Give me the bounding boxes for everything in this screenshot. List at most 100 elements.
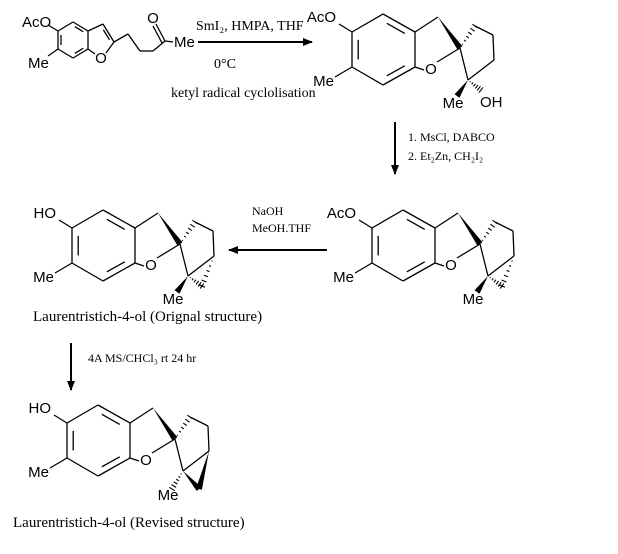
bond [47, 24, 59, 32]
bond [487, 255, 515, 277]
step3-line1: NaOH [252, 204, 284, 218]
bond [371, 209, 404, 229]
substituent-aco-label: AcO [22, 14, 51, 31]
bond [66, 457, 99, 477]
double-bond-inner [74, 26, 84, 33]
wedge-bond [153, 408, 178, 441]
hashed-bond [176, 414, 193, 437]
bond [174, 438, 184, 472]
bond [512, 230, 515, 257]
bond [371, 262, 404, 282]
hashed-bond [189, 276, 205, 289]
bond [53, 414, 68, 424]
bond [127, 33, 141, 52]
bond [351, 13, 384, 33]
wedge-bond [474, 276, 488, 294]
step4-line1: 4A MS/CHCl₃ rt 24 hr [88, 351, 196, 365]
bond [156, 243, 181, 259]
hashed-bond [498, 260, 513, 288]
hashed-bond [168, 473, 182, 492]
bond [49, 457, 68, 469]
aryl-methyl-label: Me [33, 269, 54, 286]
step1-reagents: SmI₂, HMPA, THF [196, 19, 304, 34]
bond [164, 40, 174, 43]
bond [71, 262, 104, 282]
double-bond-inner [406, 218, 426, 231]
bond [434, 262, 445, 267]
hashed-bond [481, 219, 498, 242]
wedge-bond [438, 17, 463, 50]
bond [189, 416, 209, 427]
bond [351, 66, 384, 86]
step1-note: ketyl radical cyclolisation [171, 86, 316, 101]
bond [87, 48, 96, 55]
bond [129, 457, 140, 462]
laurentristich-original: HO Me O Me [33, 205, 215, 308]
wedge-bond [183, 471, 202, 491]
wedge-bond [458, 213, 483, 246]
step3-line2: MeOH.THF [252, 221, 311, 235]
bond [134, 212, 159, 229]
methyl-label: Me [163, 291, 184, 308]
substituent-label: AcO [327, 205, 356, 222]
substituent-label: HO [34, 205, 57, 222]
methyl-label: Me [463, 291, 484, 308]
bond [402, 209, 436, 229]
bond [152, 40, 166, 52]
bond [467, 59, 495, 81]
step1-temperature: 0°C [214, 57, 236, 72]
bond [338, 23, 353, 33]
bond [358, 219, 373, 229]
hydroxyl-label: OH [480, 94, 503, 111]
double-bond-inner [106, 261, 126, 273]
bond [54, 262, 73, 274]
bond [179, 243, 189, 277]
caption-original-structure: Laurentristich-4-ol (Orignal structure) [33, 309, 262, 325]
wedge-bond [158, 213, 183, 246]
bond [354, 262, 373, 274]
aryl-methyl-label: Me [28, 464, 49, 481]
bond [402, 262, 436, 282]
bond [97, 457, 131, 477]
bond [57, 48, 74, 59]
wedge-bond [454, 80, 468, 98]
hashed-bond [461, 23, 478, 46]
substituent-label: HO [29, 400, 52, 417]
wedge-bond [196, 451, 209, 490]
bond [474, 25, 494, 36]
methyl-label: Me [443, 95, 464, 112]
bond [71, 209, 104, 229]
double-bond-inner [406, 261, 426, 273]
bond [212, 230, 215, 257]
step2-line2: 2. Et₂Zn, CH₂I₂ [408, 149, 483, 163]
bond [97, 404, 131, 424]
step2-line1: 1. MsCl, DABCO [408, 130, 495, 144]
bond [494, 221, 514, 232]
ring-oxygen-label: O [445, 257, 457, 274]
bond [66, 404, 99, 424]
bond [382, 13, 416, 33]
hashed-bond [469, 80, 484, 93]
bond [155, 23, 166, 42]
bond [492, 34, 495, 61]
bond [187, 255, 215, 277]
double-bond-inner [101, 456, 121, 468]
bond [152, 25, 163, 44]
bond [102, 23, 115, 43]
bond [382, 66, 416, 86]
ring-oxygen-label: O [145, 257, 157, 274]
double-bond-inner [386, 22, 406, 35]
bond [47, 48, 59, 57]
bond [151, 438, 176, 454]
bond [207, 425, 210, 452]
aryl-methyl-label: Me [313, 73, 334, 90]
bond [456, 243, 481, 259]
substituent-label: AcO [307, 9, 336, 26]
bond [113, 33, 129, 43]
bond [72, 48, 89, 59]
double-bond-inner [102, 29, 111, 41]
